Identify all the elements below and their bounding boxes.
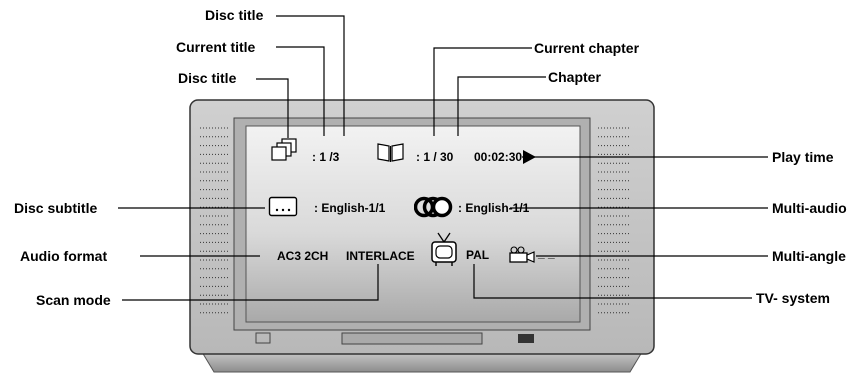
subtitle-icon bbox=[268, 196, 298, 217]
speaker-grille-right bbox=[598, 127, 630, 314]
play-arrow-icon bbox=[523, 150, 536, 164]
callout-scan-mode: Scan mode bbox=[36, 292, 111, 308]
disc-slot bbox=[341, 332, 483, 345]
title-stack-icon bbox=[271, 138, 297, 161]
chapter-value: : 1 / 30 bbox=[416, 150, 454, 164]
speaker-grille-left bbox=[200, 127, 230, 314]
leader-lines bbox=[118, 15, 768, 301]
power-led bbox=[255, 332, 271, 344]
callout-disc-title-top: Disc title bbox=[205, 7, 264, 23]
callout-chapter: Chapter bbox=[548, 69, 601, 85]
camera-icon bbox=[509, 246, 535, 263]
callout-current-title: Current title bbox=[176, 39, 256, 55]
callout-current-chapter: Current chapter bbox=[534, 40, 640, 56]
tv-stand bbox=[201, 351, 643, 373]
callout-audio-format: Audio format bbox=[20, 248, 108, 264]
time-value: 00:02:30 bbox=[474, 150, 523, 164]
title-value: : 1 /3 bbox=[312, 150, 340, 164]
tv-value: PAL bbox=[466, 248, 490, 262]
callout-multi-angle: Multi-angle bbox=[772, 248, 846, 264]
callout-play-time: Play time bbox=[772, 149, 834, 165]
callout-tv-system: TV- system bbox=[756, 290, 830, 306]
audio-format-value: AC3 2CH bbox=[277, 249, 329, 263]
angle-value: _ _ bbox=[538, 246, 555, 260]
callout-disc-title: Disc title bbox=[178, 70, 237, 86]
audio-value: : English-1/1 bbox=[458, 201, 530, 215]
audio-rings-icon bbox=[414, 196, 453, 218]
callout-disc-subtitle: Disc subtitle bbox=[14, 200, 98, 216]
scan-value: INTERLACE bbox=[346, 249, 415, 263]
callout-multi-audio: Multi-audio bbox=[772, 200, 847, 216]
ir-sensor bbox=[518, 334, 534, 343]
subtitle-value: : English-1/1 bbox=[314, 201, 386, 215]
chapter-book-icon bbox=[377, 143, 404, 162]
tv-icon bbox=[431, 232, 457, 266]
